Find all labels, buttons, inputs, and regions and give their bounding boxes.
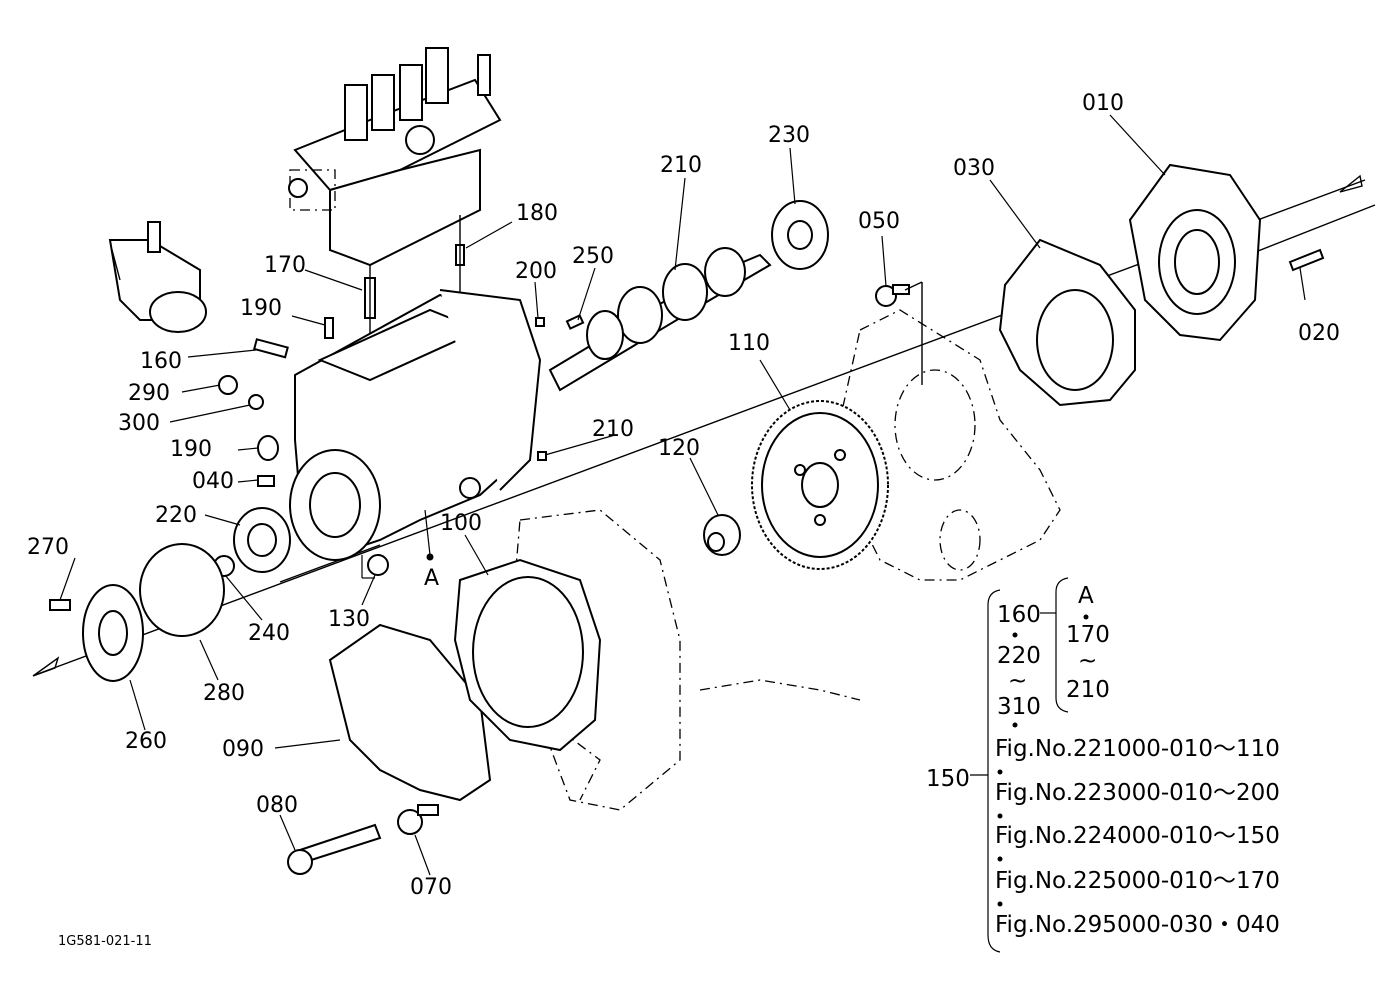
callout-170: 160	[140, 349, 182, 374]
bolt-050	[875, 281, 923, 385]
callout-230: 220	[155, 503, 197, 528]
callout-280: 270	[27, 535, 69, 560]
range-right-mid: 170	[1066, 622, 1110, 648]
range-left-top: 160	[997, 602, 1041, 628]
reference-group: 160 220 ~ 310 A 170 ~ 210 Fig.No.221000-…	[970, 577, 1280, 953]
bolts-bottom	[287, 804, 439, 875]
engine-block-phantom	[509, 309, 1061, 811]
fig-ref-3: Fig.No.224000-010～150	[995, 823, 1280, 849]
callout-090: 090	[222, 737, 264, 762]
callout-120: 120	[658, 436, 700, 461]
small-parts-left	[49, 317, 547, 682]
callout-210-a: 200	[515, 259, 557, 284]
flange-cover	[1128, 163, 1262, 342]
injection-pump	[288, 47, 502, 267]
callout-300: 290	[128, 381, 170, 406]
cam-gear	[751, 400, 889, 570]
callout-260: 250	[572, 244, 614, 269]
callout-040: 040	[192, 469, 234, 494]
fig-ref-5: Fig.No.295000-030・040	[995, 912, 1280, 938]
fig-ref-2: Fig.No.223000-010～200	[995, 780, 1280, 806]
callout-190-a: 180	[516, 201, 558, 226]
callout-020: 020	[1298, 321, 1340, 346]
callout-220: 210	[660, 153, 702, 178]
callout-190-b: 190	[240, 296, 282, 321]
callout-210-b: 210	[592, 417, 634, 442]
gear-case-cover	[328, 558, 602, 802]
callout-labels: 010 020 030 040 050 070 080 090 100 110 …	[27, 91, 1340, 900]
callout-270: 260	[125, 729, 167, 754]
range-left-mid: 220	[997, 643, 1041, 669]
fig-ref-4: Fig.No.225000-010～170	[995, 868, 1280, 894]
range-left-tilde: ~	[1008, 668, 1027, 694]
callout-070: 070	[410, 875, 452, 900]
callout-100: 100	[440, 511, 482, 536]
stud-020	[1288, 248, 1325, 272]
range-left-bottom: 310	[997, 694, 1041, 720]
callout-290: 280	[203, 681, 245, 706]
pump-housing	[289, 289, 542, 561]
callout-240: 230	[768, 123, 810, 148]
bushing	[703, 514, 741, 556]
callout-180: 170	[264, 253, 306, 278]
range-right-tilde: ~	[1078, 648, 1097, 674]
range-right-bottom: 210	[1066, 677, 1110, 703]
camshaft	[548, 247, 772, 392]
callout-110: 110	[728, 331, 770, 356]
callout-050: 050	[858, 209, 900, 234]
callout-a: A	[424, 566, 439, 591]
range-right-top: A	[1078, 583, 1094, 609]
callout-250: 240	[248, 621, 290, 646]
bearing	[771, 200, 829, 270]
callout-080: 080	[256, 793, 298, 818]
drawing-code: 1G581-021-11	[58, 934, 152, 949]
callout-030: 030	[953, 156, 995, 181]
leader-lines	[59, 114, 1306, 876]
fig-ref-1: Fig.No.221000-010～110	[995, 736, 1280, 762]
callout-200: 190	[170, 437, 212, 462]
callout-010: 010	[1082, 91, 1124, 116]
gasket-plate	[998, 238, 1136, 407]
callout-130: 130	[328, 607, 370, 632]
feed-pump	[108, 221, 207, 333]
callout-310: 300	[118, 411, 160, 436]
ref-150: 150	[926, 766, 970, 792]
